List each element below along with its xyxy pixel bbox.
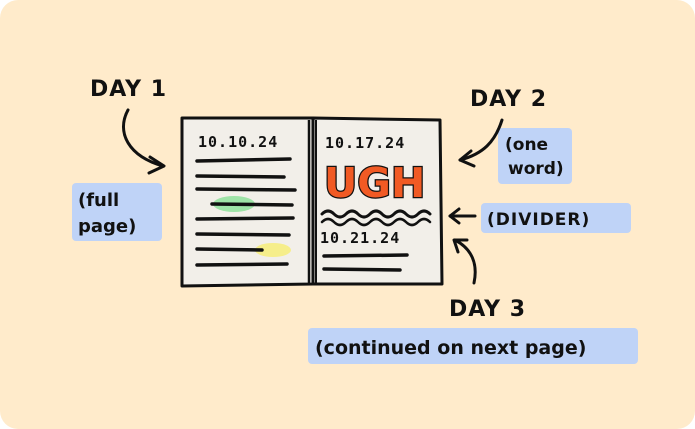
- full-page-label-line-2: page): [78, 216, 136, 237]
- right-page-text-lines: [322, 253, 409, 272]
- text-line: [322, 267, 402, 272]
- text-line: [210, 202, 294, 207]
- one-word-label-line-2: word): [508, 159, 564, 179]
- left-page-text-lines: [195, 157, 297, 267]
- text-line: [195, 187, 297, 192]
- arrow-day-1-shaft: [122, 108, 165, 168]
- continued-label: (continued on next page): [315, 337, 586, 359]
- text-line: [195, 247, 264, 252]
- one-word-highlight: [498, 128, 572, 184]
- wavy-divider: [320, 217, 432, 227]
- right-page-date-top: 10.17.24: [325, 134, 405, 152]
- text-line: [322, 253, 409, 258]
- arrow-day-2-shaft: [458, 118, 504, 162]
- divider-label: (DIVIDER): [487, 210, 590, 230]
- text-line: [195, 232, 291, 237]
- divider-highlight: [481, 203, 631, 233]
- day-2-label: DAY 2: [470, 87, 547, 112]
- left-page-date: 10.10.24: [198, 133, 278, 151]
- arrow-day-3: [452, 238, 477, 285]
- day-1-label: DAY 1: [90, 77, 167, 102]
- arrow-day-1-head: [147, 155, 166, 175]
- text-line: [195, 174, 286, 179]
- right-page-date-bottom: 10.21.24: [320, 229, 400, 247]
- day-3-label: DAY 3: [449, 297, 526, 322]
- continued-highlight: [308, 328, 638, 364]
- arrow-day-1: [122, 108, 166, 175]
- arrow-day-3-shaft: [453, 238, 477, 285]
- text-line: [195, 157, 292, 163]
- wavy-divider: [320, 209, 432, 219]
- full-page-highlight: [72, 183, 162, 241]
- arrow-day-2-head: [458, 149, 476, 168]
- arrow-divider: [448, 207, 477, 225]
- full-page-label-line-1: (full: [78, 190, 119, 211]
- one-word-label-line-1: (one: [505, 135, 548, 155]
- arrow-divider-head: [448, 207, 461, 225]
- text-line: [195, 262, 289, 267]
- arrow-day-2: [458, 118, 504, 168]
- yellow-highlight-mark: [255, 243, 291, 257]
- arrow-day-3-head: [452, 238, 469, 254]
- ugh-word: UGH: [324, 159, 425, 207]
- notebook-right-page: [311, 116, 444, 286]
- text-line: [195, 216, 295, 221]
